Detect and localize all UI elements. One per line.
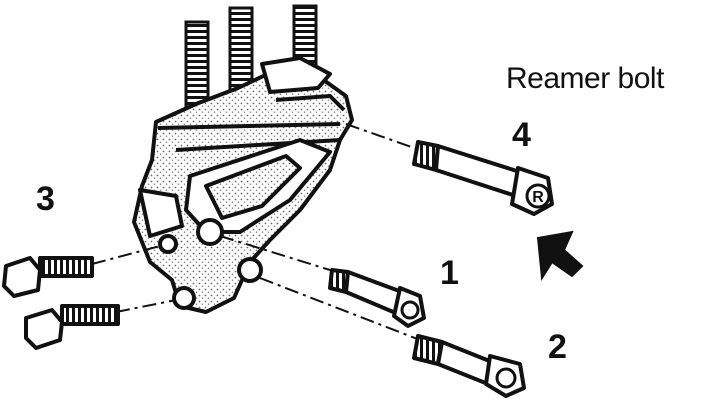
bolt-holes <box>158 218 263 310</box>
bolt-4-reamer: R <box>412 140 554 216</box>
bolt-3-lower <box>24 304 120 350</box>
bolt-label-4: 4 <box>512 116 531 154</box>
bolt-3-upper <box>2 256 94 298</box>
engine-mount-bracket <box>132 56 354 314</box>
bolt-1 <box>328 268 426 328</box>
bolt-label-3: 3 <box>36 180 55 218</box>
pointer-arrow <box>536 230 584 282</box>
reamer-mark: R <box>532 189 544 206</box>
alignment-lines <box>91 123 421 341</box>
bolt-label-2: 2 <box>548 328 567 366</box>
bolt-label-1: 1 <box>440 254 459 292</box>
bolt-2 <box>412 334 526 398</box>
reamer-bolt-title: Reamer bolt <box>506 62 664 95</box>
